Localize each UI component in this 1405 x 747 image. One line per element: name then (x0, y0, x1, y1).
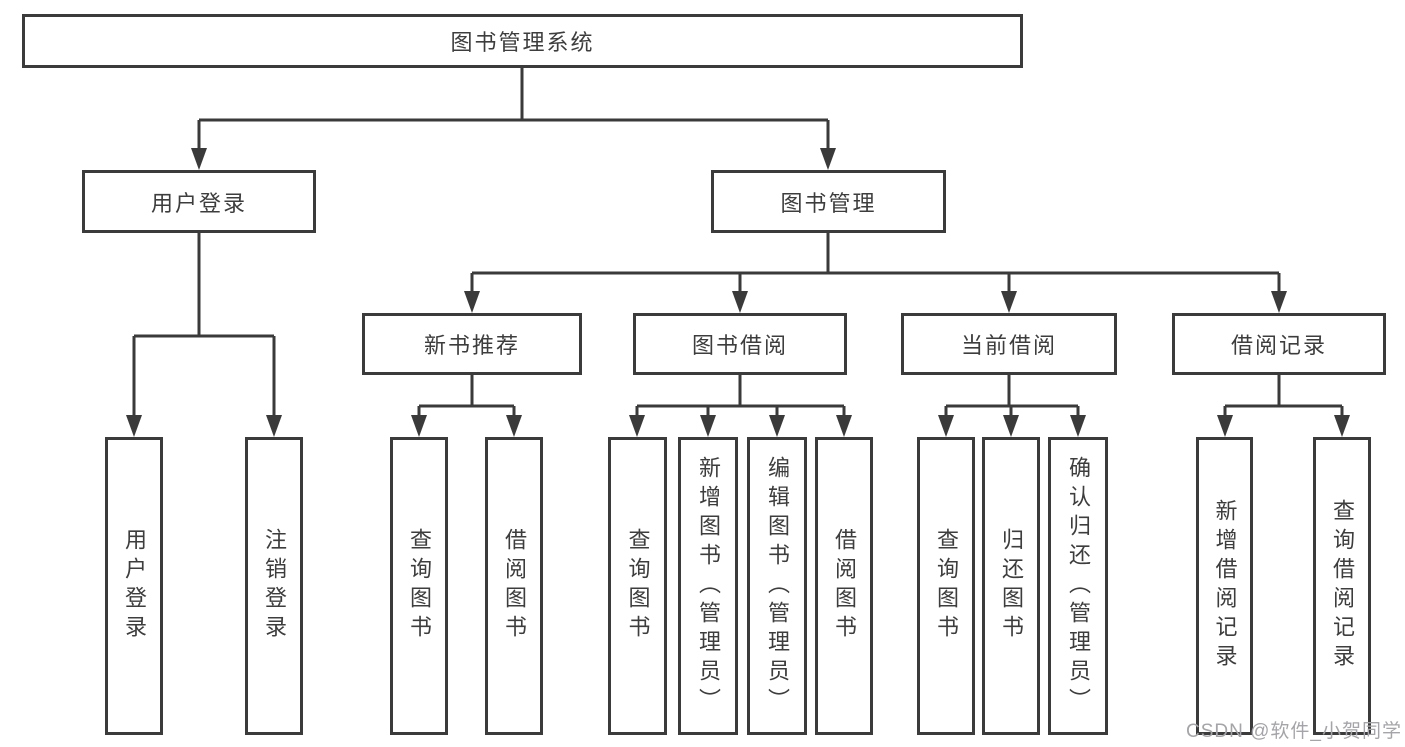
leaf-recommend-query-book: 查询图书 (390, 437, 448, 735)
leaf-user-login-label: 用户登录 (122, 528, 147, 644)
leaf-add-borrow-record-label: 新增借阅记录 (1212, 499, 1238, 673)
leaf-return-book-label: 归还图书 (999, 528, 1024, 644)
node-new-book-recommend: 新书推荐 (362, 313, 582, 375)
node-book-borrow: 图书借阅 (633, 313, 847, 375)
leaf-confirm-return-admin: 确认归还（管理员） (1048, 437, 1108, 735)
leaf-query-borrow-record: 查询借阅记录 (1313, 437, 1371, 735)
node-book-borrow-label: 图书借阅 (691, 333, 788, 358)
node-new-book-recommend-label: 新书推荐 (423, 333, 520, 358)
node-borrow-record: 借阅记录 (1172, 313, 1386, 375)
node-current-borrow-label: 当前借阅 (960, 333, 1057, 358)
leaf-edit-book-admin: 编辑图书（管理员） (747, 437, 807, 735)
node-root: 图书管理系统 (22, 14, 1023, 68)
leaf-borrow-borrow-book-label: 借阅图书 (832, 528, 857, 644)
node-book-management-label: 图书管理 (780, 190, 877, 216)
leaf-add-book-admin-label: 新增图书（管理员） (696, 455, 721, 717)
leaf-add-borrow-record: 新增借阅记录 (1196, 437, 1253, 735)
leaf-recommend-query-book-label: 查询图书 (407, 528, 432, 644)
node-borrow-record-label: 借阅记录 (1230, 333, 1327, 358)
node-root-label: 图书管理系统 (450, 30, 595, 55)
node-current-borrow: 当前借阅 (901, 313, 1117, 375)
leaf-logout: 注销登录 (245, 437, 303, 735)
leaf-recommend-borrow-book-label: 借阅图书 (502, 528, 527, 644)
leaf-return-book: 归还图书 (982, 437, 1040, 735)
node-user-login-label: 用户登录 (150, 190, 247, 216)
leaf-borrow-query-book: 查询图书 (608, 437, 667, 735)
node-user-login: 用户登录 (82, 170, 316, 233)
leaf-edit-book-admin-label: 编辑图书（管理员） (765, 455, 790, 717)
leaf-current-query-book-label: 查询图书 (934, 528, 959, 644)
leaf-current-query-book: 查询图书 (917, 437, 975, 735)
leaf-recommend-borrow-book: 借阅图书 (485, 437, 543, 735)
leaf-confirm-return-admin-label: 确认归还（管理员） (1066, 455, 1091, 717)
leaf-query-borrow-record-label: 查询借阅记录 (1330, 499, 1355, 673)
leaf-logout-label: 注销登录 (262, 528, 287, 644)
leaf-borrow-borrow-book: 借阅图书 (815, 437, 873, 735)
leaf-add-book-admin: 新增图书（管理员） (678, 437, 738, 735)
leaf-borrow-query-book-label: 查询图书 (625, 528, 651, 644)
node-book-management: 图书管理 (711, 170, 946, 233)
csdn-watermark: CSDN @软件_小贺同学 (1186, 721, 1402, 742)
leaf-user-login: 用户登录 (105, 437, 163, 735)
